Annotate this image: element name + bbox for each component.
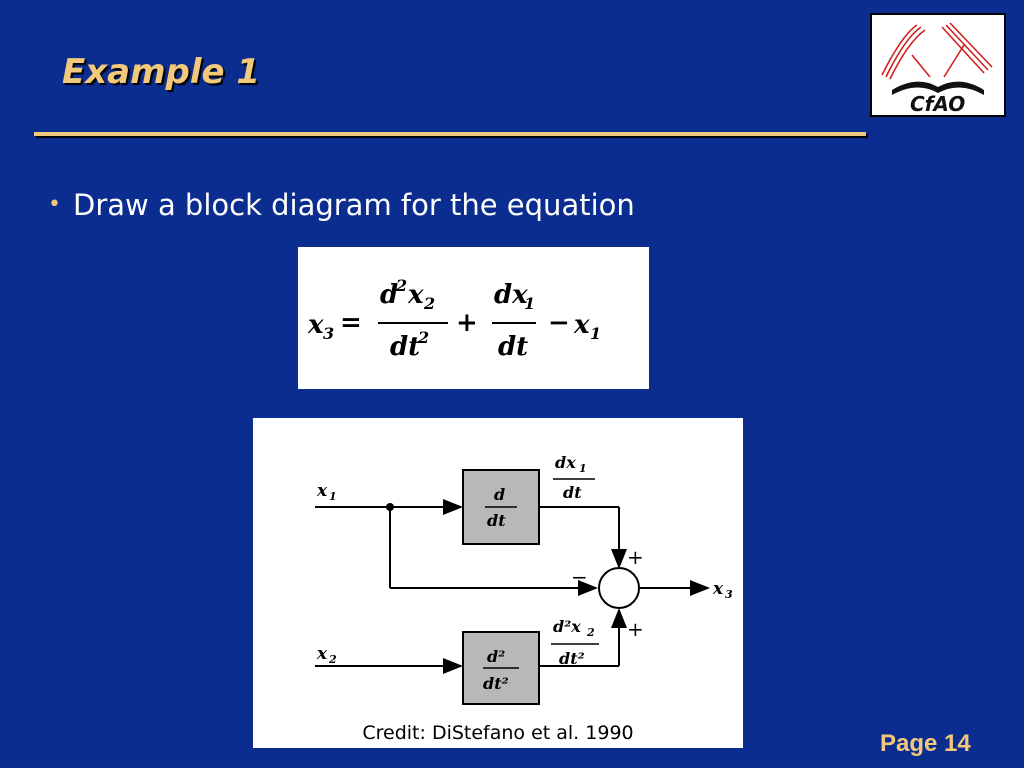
svg-text:1: 1 bbox=[579, 462, 587, 475]
sum-sign-minus: − bbox=[571, 565, 588, 589]
svg-text:1: 1 bbox=[329, 490, 337, 503]
cfao-logo-icon: CfAO bbox=[881, 22, 993, 116]
cfao-logo: CfAO bbox=[870, 13, 1006, 117]
branch-point bbox=[386, 503, 394, 511]
sum-sign-plus-top: + bbox=[627, 545, 644, 569]
svg-text:x: x bbox=[316, 481, 328, 501]
svg-text:d: d bbox=[494, 485, 505, 504]
svg-text:=: = bbox=[340, 308, 362, 338]
svg-text:dt: dt bbox=[487, 511, 506, 530]
svg-text:1: 1 bbox=[524, 294, 535, 313]
svg-text:+: + bbox=[456, 308, 478, 338]
svg-text:dx: dx bbox=[555, 453, 576, 472]
logo-text: CfAO bbox=[910, 92, 965, 115]
page-number: Page 14 bbox=[880, 730, 971, 757]
svg-text:dt: dt bbox=[390, 332, 420, 362]
svg-text:dt: dt bbox=[498, 332, 528, 362]
svg-text:x: x bbox=[307, 310, 324, 340]
svg-text:x: x bbox=[316, 644, 328, 664]
svg-text:dt²: dt² bbox=[483, 674, 509, 693]
svg-text:d²: d² bbox=[487, 647, 505, 666]
svg-text:3: 3 bbox=[323, 324, 334, 343]
svg-text:x: x bbox=[407, 280, 424, 310]
svg-text:−: − bbox=[548, 308, 570, 338]
svg-text:dt²: dt² bbox=[559, 649, 585, 668]
bullet-text: Draw a block diagram for the equation bbox=[72, 188, 635, 222]
svg-text:d²x: d²x bbox=[553, 617, 581, 636]
bullet-dot: • bbox=[48, 192, 61, 217]
svg-text:2: 2 bbox=[328, 653, 337, 666]
svg-text:1: 1 bbox=[590, 324, 601, 343]
sum-sign-plus-bottom: + bbox=[627, 617, 644, 641]
bullet-item: • Draw a block diagram for the equation bbox=[48, 188, 635, 222]
figure-credit: Credit: DiStefano et al. 1990 bbox=[362, 722, 634, 744]
summing-junction bbox=[598, 567, 640, 609]
svg-text:2: 2 bbox=[423, 294, 435, 313]
slide-title: Example 1 bbox=[62, 52, 261, 92]
svg-text:x: x bbox=[712, 579, 724, 599]
svg-text:2: 2 bbox=[395, 276, 407, 295]
svg-text:2: 2 bbox=[417, 328, 429, 347]
svg-text:3: 3 bbox=[725, 588, 733, 601]
svg-text:dt: dt bbox=[563, 483, 582, 502]
svg-text:dx: dx bbox=[494, 280, 528, 310]
svg-text:2: 2 bbox=[586, 626, 595, 639]
svg-text:x: x bbox=[573, 310, 590, 340]
svg-text:d: d bbox=[380, 280, 398, 310]
title-underline bbox=[34, 132, 866, 136]
